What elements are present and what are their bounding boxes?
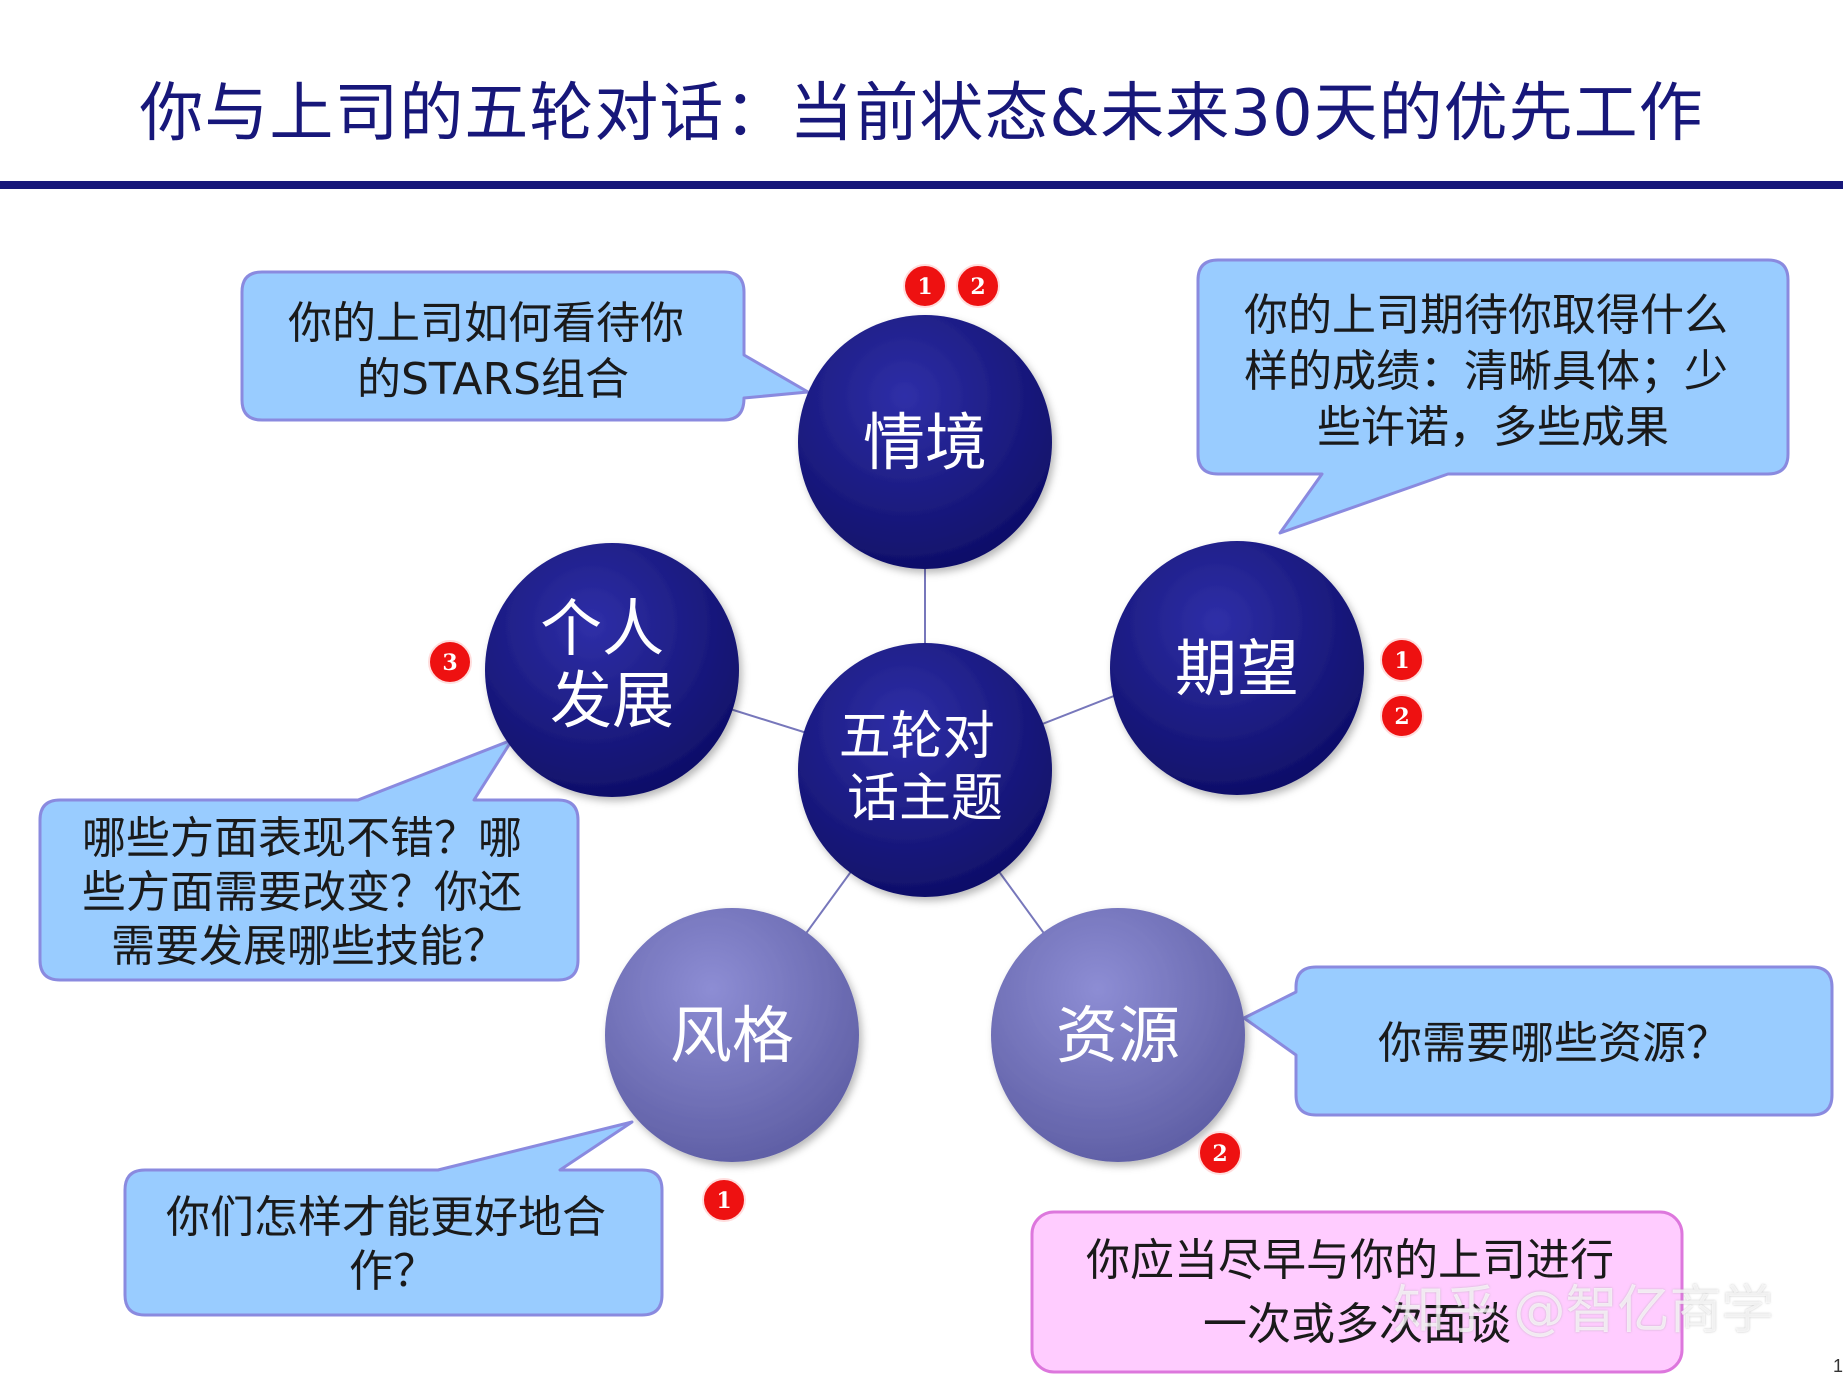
topic-label-situation: 情境 bbox=[863, 406, 987, 479]
badge-situation-2: 2 bbox=[956, 264, 1000, 308]
callout-resources-text: 你需要哪些资源？ bbox=[1378, 1018, 1730, 1069]
badge-style-1: 1 bbox=[702, 1178, 746, 1222]
svg-text:2: 2 bbox=[1394, 704, 1409, 730]
svg-text:1: 1 bbox=[716, 1188, 731, 1214]
badge-development-3: 3 bbox=[428, 640, 472, 684]
callout-expectations-text: 你的上司期待你取得什么 样的成绩：清晰具体；少 些许诺，多些成果 bbox=[1244, 290, 1742, 453]
page-title: 你与上司的五轮对话：当前状态&未来30天的优先工作 bbox=[139, 77, 1704, 151]
topic-circle-situation bbox=[798, 315, 1052, 569]
title-underline bbox=[0, 181, 1843, 189]
watermark: 知乎 @智亿商学 bbox=[1393, 1281, 1774, 1341]
badge-resources-2: 2 bbox=[1198, 1131, 1242, 1175]
badge-expectations-1: 1 bbox=[1380, 638, 1424, 682]
svg-text:1: 1 bbox=[917, 274, 932, 300]
callout-development-bubble bbox=[38, 738, 580, 982]
page-number: 1 bbox=[1832, 1356, 1843, 1376]
badge-situation-1: 1 bbox=[903, 264, 947, 308]
topic-label-expectations: 期望 bbox=[1175, 632, 1299, 705]
callout-style-text: 你们怎样才能更好地合 作？ bbox=[166, 1192, 620, 1297]
callout-development-text: 哪些方面表现不错？哪 些方面需要改变？你还 需要发展哪些技能？ bbox=[82, 813, 536, 972]
topic-circle-style bbox=[605, 908, 859, 1162]
svg-text:2: 2 bbox=[970, 274, 985, 300]
callout-style-bubble bbox=[123, 1120, 664, 1317]
topic-label-style: 风格 bbox=[670, 999, 794, 1072]
topic-circle-development bbox=[485, 543, 739, 797]
callout-situation-text: 你的上司如何看待你 的STARS组合 bbox=[288, 298, 698, 405]
advice-note-box bbox=[1030, 1210, 1684, 1374]
topic-circle-resources bbox=[991, 908, 1245, 1162]
center-label: 五轮对 话主题 bbox=[839, 707, 1012, 829]
callout-expectations-bubble bbox=[1196, 258, 1790, 535]
topic-circle-expectations bbox=[1110, 541, 1364, 795]
callout-situation-bubble bbox=[240, 270, 810, 422]
topic-label-resources: 资源 bbox=[1056, 999, 1180, 1072]
svg-text:1: 1 bbox=[1394, 648, 1409, 674]
badge-expectations-2: 2 bbox=[1380, 694, 1424, 738]
callout-resources-bubble bbox=[1242, 965, 1834, 1117]
step-badges: 1 2 1 2 3 1 2 bbox=[428, 264, 1424, 1222]
advice-note-text: 你应当尽早与你的上司进行 一次或多次面谈 bbox=[1086, 1235, 1628, 1350]
topic-label-development: 个人 发展 bbox=[540, 592, 684, 737]
svg-text:2: 2 bbox=[1212, 1141, 1227, 1167]
svg-text:3: 3 bbox=[442, 650, 457, 676]
center-circle bbox=[798, 643, 1052, 897]
